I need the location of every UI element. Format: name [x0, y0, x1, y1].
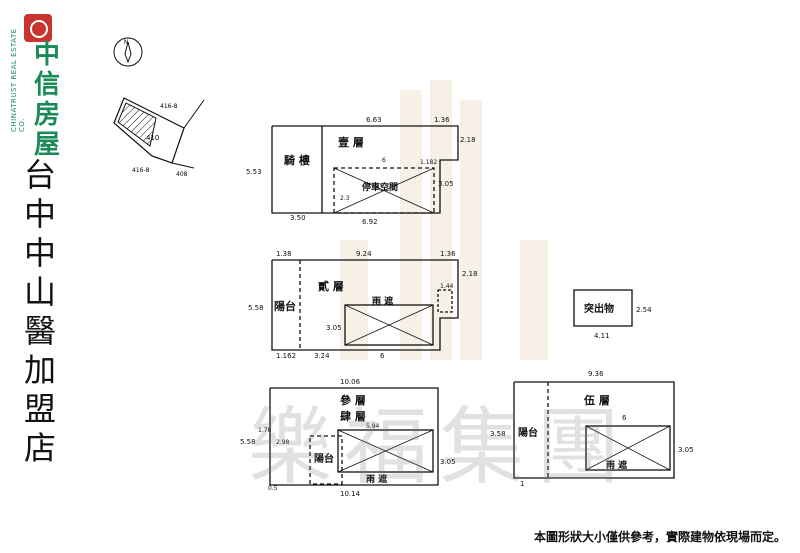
dim: 5.53: [246, 168, 262, 176]
sitemap-lot: 416-8: [132, 167, 150, 174]
dim: 2.18: [460, 136, 476, 144]
floor2-label: 貳 層: [318, 279, 344, 293]
floor4-label: 肆 層: [340, 409, 366, 423]
dim: 6: [622, 414, 627, 422]
dim: 3.58: [490, 430, 506, 438]
dim: 1.38: [276, 250, 292, 258]
logo-badge-icon: [24, 14, 52, 42]
title-char: 盟: [23, 390, 56, 428]
compass-label: N: [124, 39, 129, 46]
floor5-shaft: 雨 遮: [606, 459, 627, 471]
dim: 1.36: [434, 116, 450, 124]
dim: 2.18: [462, 270, 478, 278]
sitemap-lot: 408: [176, 171, 188, 178]
title-char: 山: [23, 273, 56, 311]
dim: 5.94: [366, 423, 380, 430]
site-map: 416-8 410 416-8 408: [113, 97, 205, 178]
dim: 1.78: [258, 427, 272, 434]
dim: 5.58: [248, 304, 264, 312]
floor2-balcony: 陽台: [274, 299, 296, 313]
dim: 0.5: [268, 485, 278, 492]
floor1-parking: 停車空間: [362, 181, 398, 193]
title-char: 加: [23, 351, 56, 389]
floor5-plan: [513, 381, 675, 479]
title-char: 中: [23, 195, 56, 233]
title-char: 中: [23, 234, 56, 272]
dim: 3.50: [290, 214, 306, 222]
title-char: 台: [23, 156, 56, 194]
dim: 3.24: [314, 352, 330, 360]
brand-name-cn: 中信房屋: [34, 40, 61, 160]
dim: 4.11: [594, 332, 610, 340]
dim: 5.58: [240, 438, 256, 446]
dim: 6: [382, 157, 386, 164]
dim: 10.06: [340, 378, 361, 386]
sitemap-lot: 416-8: [160, 103, 178, 110]
protrusion-label: 突出物: [584, 302, 614, 315]
dim: 1.36: [440, 250, 456, 258]
dim: 9.24: [356, 250, 372, 258]
title-char: 醫: [23, 312, 56, 350]
dim: 1.162: [276, 352, 296, 360]
dim: 1.44: [440, 283, 454, 290]
dim: 6.63: [366, 116, 382, 124]
floor2-plan: [271, 259, 459, 351]
dim: 3.05: [326, 324, 342, 332]
floor1-plan: [271, 125, 459, 214]
floor5-label: 伍 層: [583, 393, 610, 407]
floor34-plan: [269, 387, 439, 486]
dim: 9.36: [588, 370, 604, 378]
floor3-label: 參 層: [340, 393, 366, 407]
floor1-label: 壹 層: [338, 135, 364, 149]
dim: 10.14: [340, 490, 361, 498]
dim: 2.98: [276, 439, 290, 446]
brand-logo: CHINATRUST REAL ESTATE CO. 中信房屋: [8, 6, 96, 160]
dim: 1: [520, 480, 524, 488]
floor1-arcade: 騎 樓: [284, 153, 310, 167]
dim: 3.05: [678, 446, 694, 454]
sitemap-lot-main: 410: [146, 134, 159, 142]
dim: 1.182: [420, 159, 437, 166]
title-char: 店: [23, 429, 56, 467]
protrusion-plan: [573, 289, 633, 327]
dim: 3.05: [440, 458, 456, 466]
floor2-shaft: 雨 遮: [372, 295, 393, 307]
store-title: 台 中 中 山 醫 加 盟 店: [18, 156, 62, 468]
footnote: 本圖形狀大小僅供參考，實際建物依現場而定。: [533, 530, 786, 544]
dim: 3.05: [438, 180, 454, 188]
dim: 6.92: [362, 218, 378, 226]
dim: 2.54: [636, 306, 652, 314]
dim: 2.3: [340, 195, 350, 202]
floor34-balcony: 陽台: [314, 452, 334, 465]
floor5-balcony: 陽台: [518, 426, 538, 439]
dim: 6: [380, 352, 385, 360]
floor34-shaft: 雨 遮: [366, 473, 387, 485]
compass-icon: N: [113, 37, 143, 67]
